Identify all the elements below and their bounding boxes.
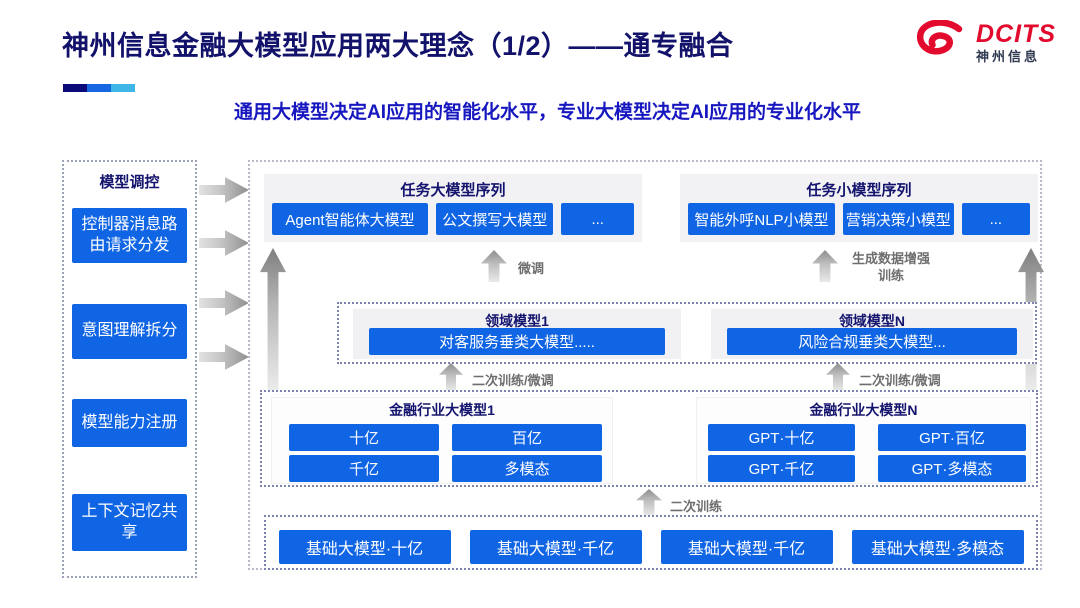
gen-data-training-label: 生成数据增强训练 — [851, 251, 930, 283]
industry-model-n-title: 金融行业大模型N — [809, 402, 918, 418]
model-box-base-100b: 基础大模型·千亿 — [469, 530, 642, 564]
secondary-ft-right-label: 二次训练/微调 — [859, 373, 941, 388]
arrow-up-icon — [826, 363, 850, 391]
domain-model-n-panel: 领域模型N 风险合规垂类大模型... — [711, 309, 1033, 359]
arrow-up-icon — [812, 250, 838, 282]
subtitle: 通用大模型决定AI应用的智能化水平，专业大模型决定AI应用的专业化水平 — [233, 102, 861, 123]
arrow-up-tall-icon — [260, 248, 286, 390]
industry-model-1-panel: 金融行业大模型1 十亿 百亿 千亿 多模态 — [272, 398, 612, 483]
arrow-right-icon — [199, 344, 249, 370]
accent-bar — [63, 84, 135, 92]
accent-segment-mid — [87, 84, 111, 92]
sidebar-item-registry: 模型能力注册 — [72, 399, 187, 447]
accent-segment-light — [111, 84, 135, 92]
task-large-model-panel: 任务大模型序列 Agent智能体大模型 公文撰写大模型 ... — [264, 174, 642, 242]
logo-text: DCITS 神州信息 — [976, 19, 1056, 64]
model-box-customer-service: 对客服务垂类大模型..... — [369, 328, 665, 355]
model-box-more: ... — [961, 203, 1030, 235]
task-small-model-title: 任务小模型序列 — [806, 182, 912, 199]
task-small-model-panel: 任务小模型序列 智能外呼NLP小模型 营销决策小模型 ... — [680, 174, 1038, 242]
model-control-title: 模型调控 — [99, 174, 160, 191]
industry-model-container: 金融行业大模型1 十亿 百亿 千亿 多模态 金融行业大模型N GPT·十亿 GP… — [260, 390, 1038, 487]
model-box-gpt-10b: GPT·百亿 — [878, 424, 1026, 451]
arrow-right-icon — [199, 290, 249, 316]
model-box-gpt-multimodal: GPT·多模态 — [878, 455, 1026, 482]
secondary-ft-left-label: 二次训练/微调 — [472, 373, 554, 388]
base-model-container: 基础大模型·十亿 基础大模型·千亿 基础大模型·千亿 基础大模型·多模态 — [264, 515, 1038, 570]
model-box-base-100b-2: 基础大模型·千亿 — [660, 530, 833, 564]
domain-model-1-panel: 领域模型1 对客服务垂类大模型..... — [353, 309, 681, 359]
model-box-risk-compliance: 风险合规垂类大模型... — [727, 328, 1017, 355]
model-control-panel: 模型调控 控制器消息路由请求分发 意图理解拆分 模型能力注册 上下文记忆共享 — [62, 160, 197, 578]
fine-tune-label: 微调 — [518, 261, 545, 276]
model-box-nlp-call: 智能外呼NLP小模型 — [688, 203, 835, 235]
arrow-up-icon — [481, 250, 507, 282]
sidebar-item-context: 上下文记忆共享 — [72, 494, 187, 551]
model-box-official-doc: 公文撰写大模型 — [435, 203, 554, 235]
model-box-multimodal: 多模态 — [452, 455, 602, 482]
model-box-base-multimodal: 基础大模型·多模态 — [851, 530, 1024, 564]
model-box-10b: 百亿 — [452, 424, 602, 451]
arrow-right-icon — [199, 230, 249, 256]
dcits-swirl-icon — [916, 20, 963, 55]
domain-model-container: 领域模型1 对客服务垂类大模型..... 领域模型N 风险合规垂类大模型... — [337, 302, 1037, 364]
page-title: 神州信息金融大模型应用两大理念（1/2）——通专融合 — [62, 31, 734, 61]
model-architecture-diagram: 任务大模型序列 Agent智能体大模型 公文撰写大模型 ... 任务小模型序列 … — [248, 160, 1044, 570]
task-large-model-row: Agent智能体大模型 公文撰写大模型 ... — [272, 203, 634, 235]
secondary-training-label: 二次训练 — [670, 499, 723, 514]
domain-model-n-title: 领域模型N — [838, 313, 906, 329]
logo-brand-cn: 神州信息 — [976, 48, 1041, 64]
model-box-agent: Agent智能体大模型 — [272, 203, 428, 235]
model-box-base-1b: 基础大模型·十亿 — [278, 530, 451, 564]
base-model-row: 基础大模型·十亿 基础大模型·千亿 基础大模型·千亿 基础大模型·多模态 — [266, 530, 1036, 564]
model-box-more: ... — [561, 203, 634, 235]
model-box-gpt-1b: GPT·十亿 — [708, 424, 855, 451]
industry-model-n-panel: 金融行业大模型N GPT·十亿 GPT·百亿 GPT·千亿 GPT·多模态 — [697, 398, 1030, 483]
arrow-up-icon — [636, 489, 662, 516]
task-large-model-title: 任务大模型序列 — [400, 182, 506, 199]
model-box-1b: 十亿 — [289, 424, 439, 451]
sidebar-item-intent: 意图理解拆分 — [72, 304, 187, 359]
model-box-100b: 千亿 — [289, 455, 439, 482]
model-box-marketing: 营销决策小模型 — [842, 203, 954, 235]
model-box-gpt-100b: GPT·千亿 — [708, 455, 855, 482]
industry-model-1-title: 金融行业大模型1 — [389, 402, 495, 418]
arrow-right-icon — [199, 177, 249, 203]
dcits-logo: DCITS 神州信息 — [914, 20, 1056, 64]
accent-segment-dark — [63, 84, 87, 92]
task-small-model-row: 智能外呼NLP小模型 营销决策小模型 ... — [688, 203, 1030, 235]
logo-brand: DCITS — [976, 19, 1056, 48]
sidebar-item-router: 控制器消息路由请求分发 — [72, 208, 187, 263]
domain-model-1-title: 领域模型1 — [485, 313, 549, 329]
arrow-up-icon — [439, 363, 463, 391]
